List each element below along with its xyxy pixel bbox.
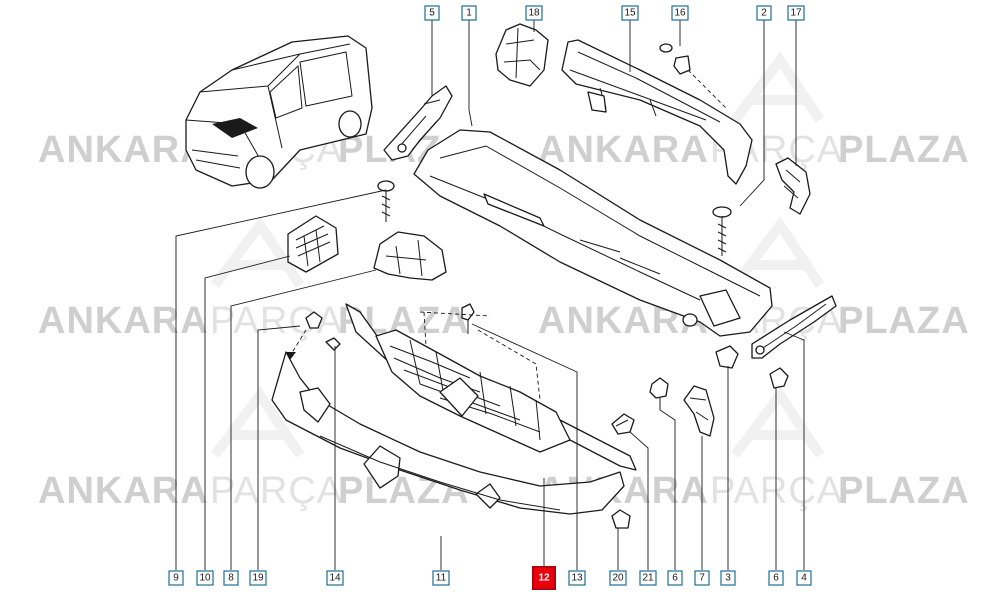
watermark-word: ANKARA xyxy=(38,470,209,512)
callout-15[interactable]: 15 xyxy=(621,5,639,21)
part-8-bracket xyxy=(373,231,447,281)
svg-text:19: 19 xyxy=(252,573,264,584)
part-2-screw xyxy=(712,206,732,256)
svg-text:7: 7 xyxy=(699,573,705,584)
svg-text:13: 13 xyxy=(571,573,583,584)
callout-12-highlighted[interactable]: 12 xyxy=(532,566,556,590)
part-14-nut xyxy=(325,337,341,351)
part-5-bracket xyxy=(383,85,453,161)
part-13-clip xyxy=(461,303,475,334)
callout-7[interactable]: 7 xyxy=(694,570,710,586)
watermark-word: ANKARA xyxy=(38,129,209,171)
watermark-word: PARÇA xyxy=(710,470,843,512)
part-9-screw xyxy=(377,180,395,222)
callout-9[interactable]: 9 xyxy=(168,570,184,586)
part-4-side-trim xyxy=(751,295,837,359)
vehicle-thumbnail xyxy=(185,35,373,189)
callout-20[interactable]: 20 xyxy=(609,570,627,586)
svg-text:11: 11 xyxy=(436,573,447,584)
part-19-clip xyxy=(286,311,323,360)
callout-1[interactable]: 1 xyxy=(461,5,477,21)
watermark-word: PLAZA xyxy=(838,129,970,171)
part-6-clip-left xyxy=(649,377,669,410)
watermark-layer: ANKARA PARÇA PLAZA ANKARA PARÇA PLAZA AN… xyxy=(38,51,970,512)
part-21-clip xyxy=(611,413,635,435)
svg-text:18: 18 xyxy=(528,8,540,19)
callout-8[interactable]: 8 xyxy=(223,570,239,586)
svg-text:3: 3 xyxy=(725,573,731,584)
part-16-clip xyxy=(659,43,727,109)
part-15-trim-panel xyxy=(561,39,753,185)
part-18-bracket xyxy=(495,23,549,87)
part-6-clip-right xyxy=(769,367,789,389)
svg-text:9: 9 xyxy=(173,573,179,584)
watermark-word: ANKARA xyxy=(538,129,709,171)
svg-text:17: 17 xyxy=(790,8,802,19)
callout-16[interactable]: 16 xyxy=(671,5,689,21)
callout-11[interactable]: 11 xyxy=(432,570,450,586)
svg-text:12: 12 xyxy=(538,573,550,584)
svg-text:20: 20 xyxy=(612,573,624,584)
svg-text:1: 1 xyxy=(466,8,472,19)
part-17-bracket xyxy=(775,157,811,215)
callout-13[interactable]: 13 xyxy=(568,570,586,586)
part-7-bracket xyxy=(683,385,715,437)
callout-5[interactable]: 5 xyxy=(424,5,440,21)
callout-10[interactable]: 10 xyxy=(196,570,214,586)
callout-19[interactable]: 19 xyxy=(249,570,267,586)
svg-text:6: 6 xyxy=(672,573,678,584)
callout-4[interactable]: 4 xyxy=(796,570,812,586)
callout-17[interactable]: 17 xyxy=(787,5,805,21)
part-1-cowl-panel xyxy=(413,129,773,337)
watermark-word: PARÇA xyxy=(210,470,343,512)
watermark-word: PLAZA xyxy=(838,470,970,512)
svg-text:14: 14 xyxy=(329,573,341,584)
callout-21[interactable]: 21 xyxy=(639,570,657,586)
part-12-grille xyxy=(345,303,637,471)
callout-3[interactable]: 3 xyxy=(720,570,736,586)
part-11-bumper xyxy=(271,351,625,515)
svg-text:16: 16 xyxy=(674,8,686,19)
svg-text:4: 4 xyxy=(801,573,807,584)
watermark-word: PARÇA xyxy=(210,300,343,342)
grille-dashed-guides xyxy=(419,311,541,401)
svg-text:2: 2 xyxy=(761,8,767,19)
callout-6[interactable]: 6 xyxy=(768,570,784,586)
callout-6[interactable]: 6 xyxy=(667,570,683,586)
callout-14[interactable]: 14 xyxy=(326,570,344,586)
leader-lines xyxy=(175,20,805,570)
watermark-word: PLAZA xyxy=(838,300,970,342)
svg-text:10: 10 xyxy=(199,573,211,584)
svg-text:15: 15 xyxy=(624,8,636,19)
svg-text:21: 21 xyxy=(642,573,654,584)
callout-2[interactable]: 2 xyxy=(756,5,772,21)
svg-text:5: 5 xyxy=(429,8,435,19)
callout-18[interactable]: 18 xyxy=(525,5,543,21)
part-10-vent-grille xyxy=(287,215,339,273)
part-3-clip xyxy=(715,345,739,369)
watermark-word: ANKARA xyxy=(38,300,209,342)
part-20-clip xyxy=(611,509,631,529)
svg-text:8: 8 xyxy=(228,573,234,584)
svg-text:6: 6 xyxy=(773,573,779,584)
